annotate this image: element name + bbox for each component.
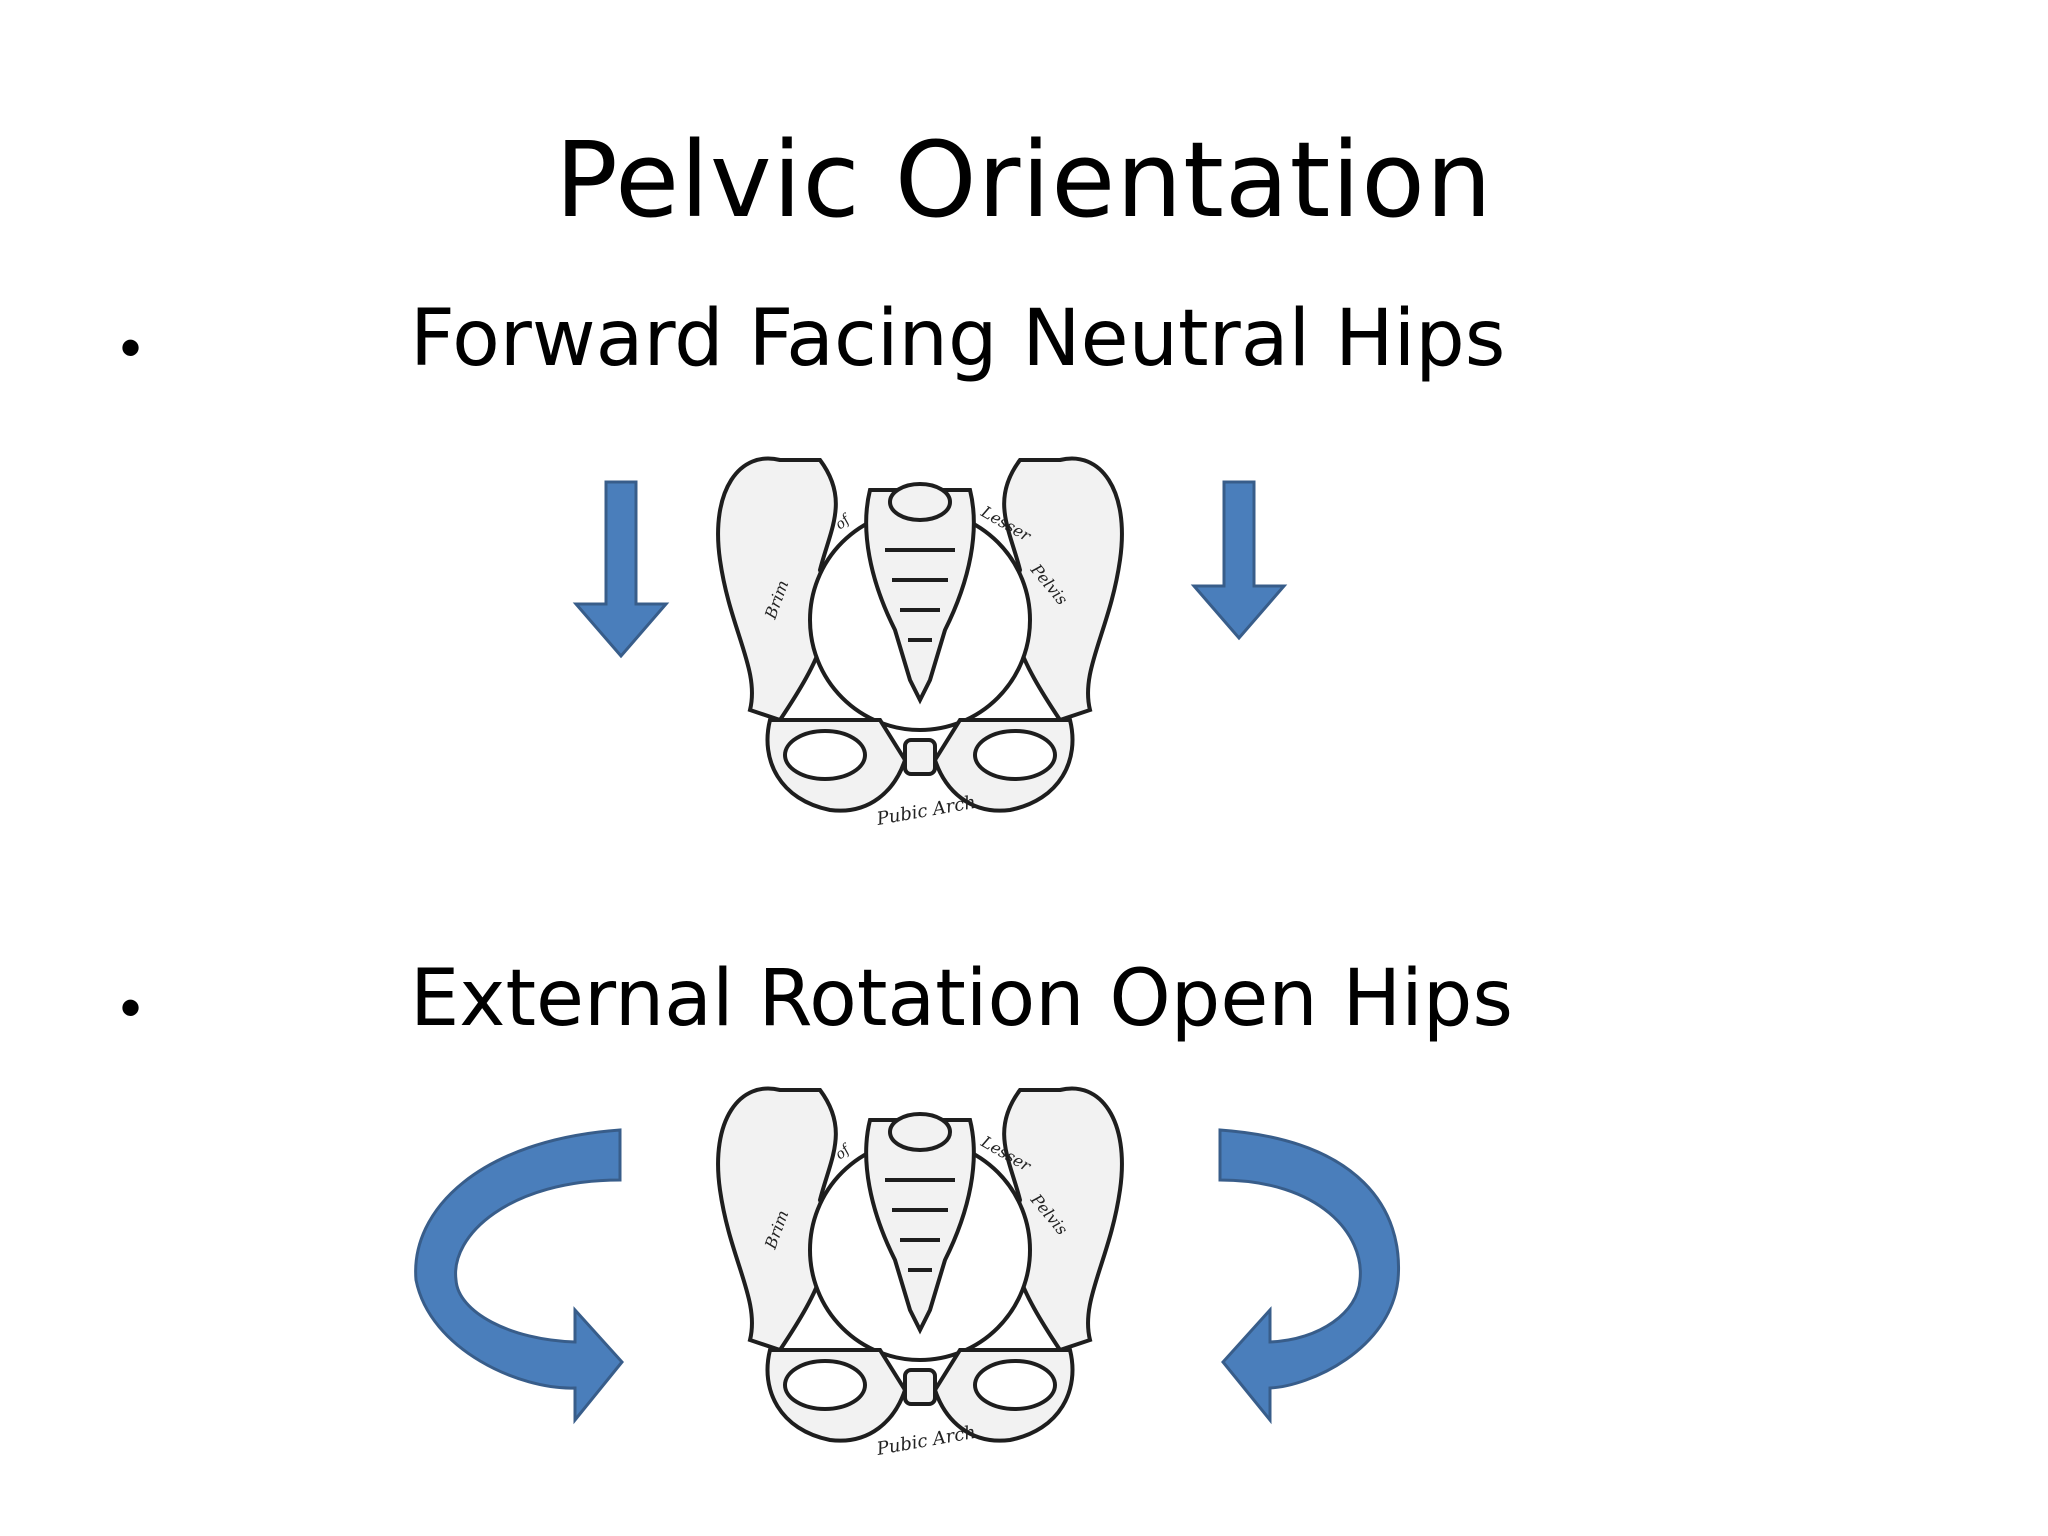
external-rotation-illustration: Brim of Lesser Pelvis Pubic Arch bbox=[414, 1086, 1401, 1460]
pelvis-label-pubic-arch: Pubic Arch bbox=[874, 792, 977, 830]
down-arrow-right-icon bbox=[1190, 480, 1288, 641]
slide-title: Pelvic Orientation bbox=[555, 119, 1493, 241]
down-arrow-left-icon bbox=[572, 480, 670, 659]
bullet-forward-facing: Forward Facing Neutral Hips bbox=[410, 294, 1506, 384]
curved-arrow-right-icon bbox=[1218, 1128, 1401, 1425]
bullet-marker: • bbox=[120, 974, 142, 1041]
pelvis-icon: Brim of Lesser Pelvis Pubic Arch bbox=[716, 1086, 1124, 1460]
bullet-marker: • bbox=[120, 314, 142, 381]
bullet-external-rotation: External Rotation Open Hips bbox=[410, 954, 1514, 1044]
pelvis-icon: Brim of Lesser Pelvis Pubic Arch bbox=[716, 456, 1124, 830]
neutral-hips-illustration: Brim of Lesser Pelvis Pubic Arch bbox=[572, 456, 1288, 830]
pelvis-label-pubic-arch: Pubic Arch bbox=[874, 1422, 977, 1460]
curved-arrow-left-icon bbox=[414, 1128, 624, 1425]
